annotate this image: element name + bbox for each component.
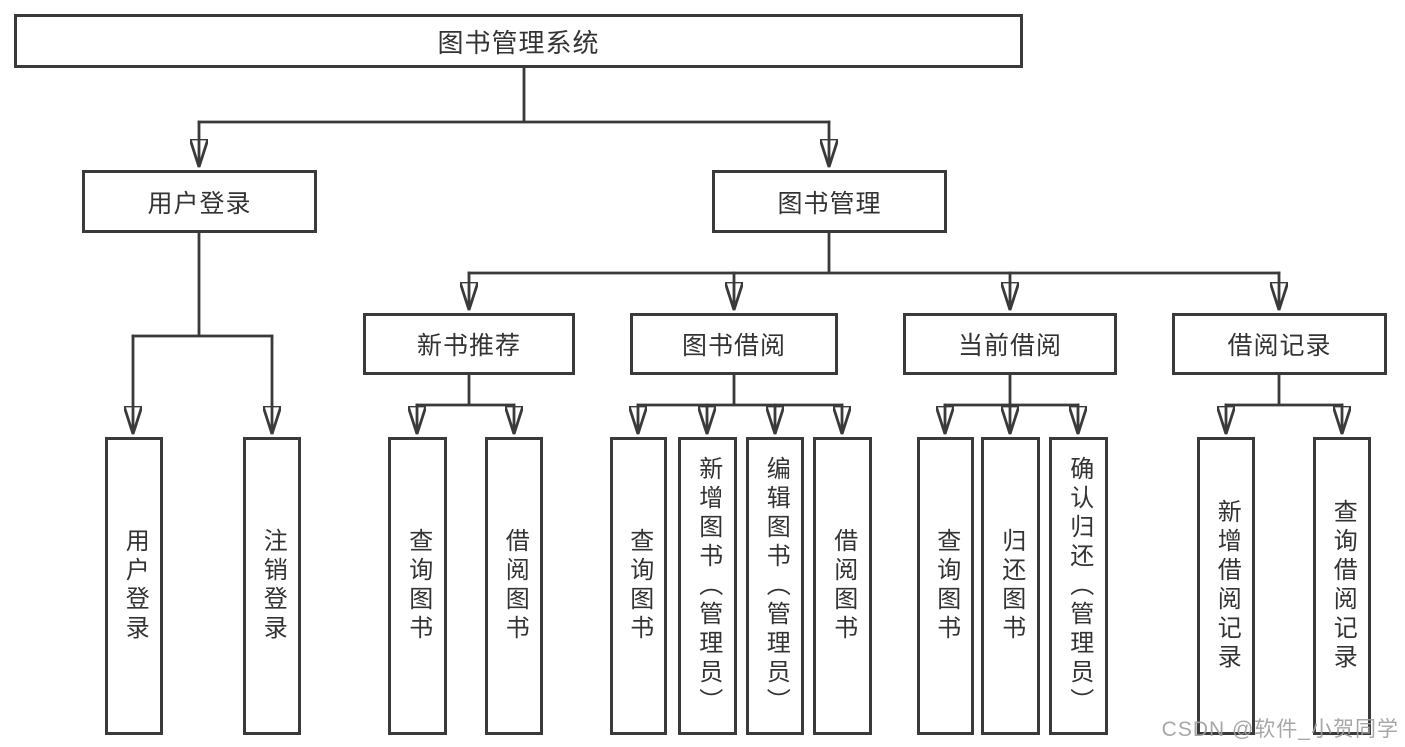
node-book-borrow: 图书借阅 xyxy=(630,313,838,375)
csdn-watermark: CSDN @软件_小贺同学 xyxy=(1161,718,1399,741)
node-leaf-logout: 注销登录 xyxy=(243,437,301,735)
node-book-mgmt: 图书管理 xyxy=(712,170,947,233)
node-leaf-cb-return-label: 归还图书 xyxy=(997,528,1025,644)
node-leaf-bb-query-label: 查询图书 xyxy=(625,528,653,644)
node-leaf-user-login-label: 用户登录 xyxy=(121,528,149,644)
node-leaf-br-add-label: 新增借阅记录 xyxy=(1213,499,1241,673)
node-leaf-nbr-query: 查询图书 xyxy=(388,437,447,735)
node-root-label: 图书管理系统 xyxy=(437,27,600,58)
node-new-book-rec-label: 新书推荐 xyxy=(416,332,521,360)
node-leaf-bb-query: 查询图书 xyxy=(610,437,667,735)
node-book-mgmt-label: 图书管理 xyxy=(777,189,882,218)
node-user-login-label: 用户登录 xyxy=(147,189,252,218)
node-user-login: 用户登录 xyxy=(82,170,317,233)
node-current-borrow: 当前借阅 xyxy=(903,313,1117,375)
edge-book-borrow-split xyxy=(636,373,844,407)
node-leaf-br-add: 新增借阅记录 xyxy=(1197,437,1255,735)
node-new-book-rec: 新书推荐 xyxy=(363,313,575,375)
node-leaf-logout-label: 注销登录 xyxy=(259,528,287,644)
edge-user-login-split xyxy=(131,231,274,338)
node-leaf-cb-confirm: 确认归还（管理员） xyxy=(1049,437,1108,735)
edge-borrow-records-split xyxy=(1224,373,1344,407)
edge-new-book-rec-split xyxy=(415,373,516,407)
edge-current-borrow-split xyxy=(943,373,1080,407)
node-current-borrow-label: 当前借阅 xyxy=(957,332,1062,360)
node-leaf-nbr-borrow-label: 借阅图书 xyxy=(501,528,529,644)
node-borrow-records: 借阅记录 xyxy=(1172,313,1387,375)
node-leaf-nbr-query-label: 查询图书 xyxy=(404,528,432,644)
node-book-borrow-label: 图书借阅 xyxy=(681,332,786,360)
node-leaf-user-login: 用户登录 xyxy=(105,437,163,735)
node-leaf-cb-confirm-label: 确认归还（管理员） xyxy=(1065,455,1093,717)
node-root: 图书管理系统 xyxy=(14,14,1023,68)
node-leaf-bb-borrow: 借阅图书 xyxy=(813,437,872,735)
node-leaf-bb-edit: 编辑图书（管理员） xyxy=(746,437,804,735)
node-leaf-cb-return: 归还图书 xyxy=(981,437,1040,735)
node-leaf-br-query: 查询借阅记录 xyxy=(1313,437,1371,735)
node-leaf-bb-edit-label: 编辑图书（管理员） xyxy=(762,455,790,717)
edge-book-mgmt-split xyxy=(467,231,1281,275)
node-leaf-bb-borrow-label: 借阅图书 xyxy=(829,528,857,644)
node-leaf-nbr-borrow: 借阅图书 xyxy=(485,437,543,735)
node-leaf-bb-add: 新增图书（管理员） xyxy=(678,437,737,735)
edge-root-split xyxy=(197,66,831,124)
node-leaf-cb-query-label: 查询图书 xyxy=(932,528,960,644)
node-leaf-cb-query: 查询图书 xyxy=(917,437,974,735)
node-leaf-bb-add-label: 新增图书（管理员） xyxy=(694,455,722,717)
node-leaf-br-query-label: 查询借阅记录 xyxy=(1329,499,1357,673)
node-borrow-records-label: 借阅记录 xyxy=(1227,332,1332,360)
